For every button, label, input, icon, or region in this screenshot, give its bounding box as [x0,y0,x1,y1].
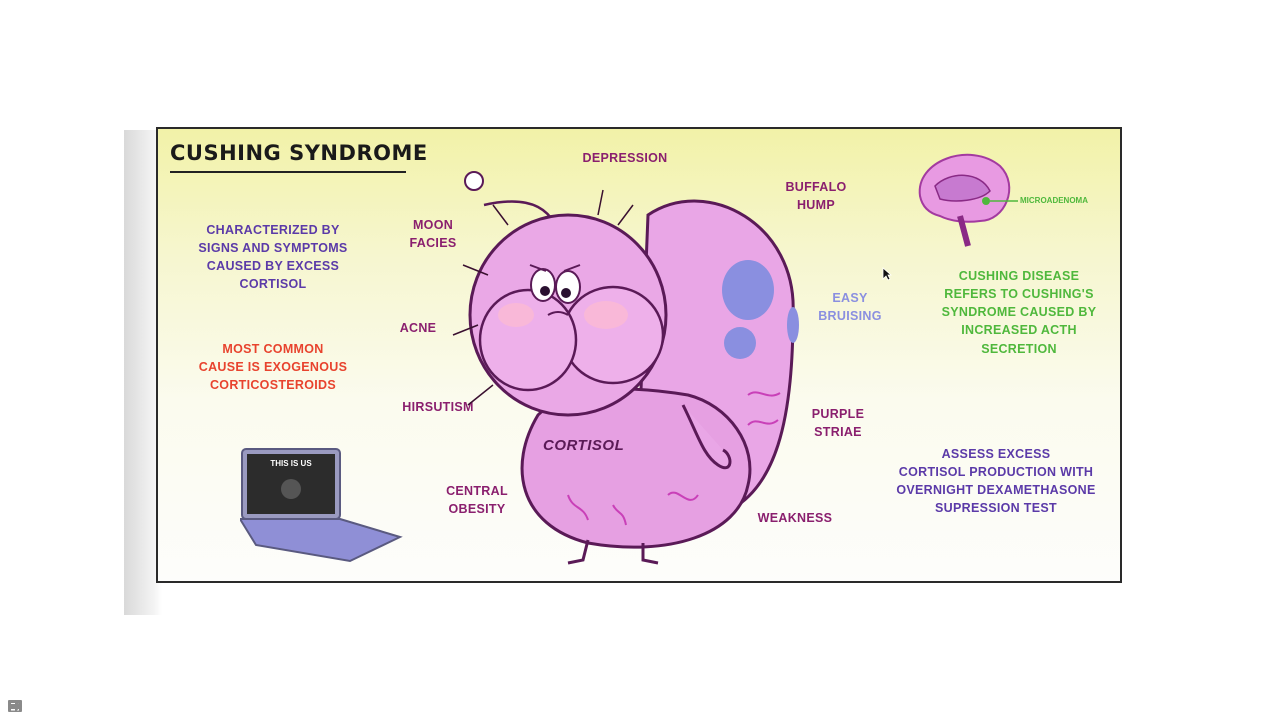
mouse-pointer-icon [882,267,892,281]
common-cause-text: MOST COMMON CAUSE IS EXOGENOUS CORTICOST… [198,342,348,393]
label-acne: ACNE [399,321,437,335]
label-weakness: WEAKNESS [757,511,833,525]
laptop-screen-text: THIS IS US [270,459,312,468]
label-purple-striae: PURPLE STRIAE [811,407,865,440]
arrow-right-icon[interactable] [6,697,24,715]
cortisol-character-illustration [452,171,799,565]
cushing-disease-text: CUSHING DISEASE REFERS TO CUSHING'S SYND… [941,269,1097,356]
slide-canvas: CUSHING SYNDROME CHARACTERIZED BY SIGNS … [156,127,1122,583]
characterized-text: CHARACTERIZED BY SIGNS AND SYMPTOMS CAUS… [198,223,348,292]
label-buffalo-hump: BUFFALO HUMP [785,180,847,213]
label-central-obesity: CENTRAL OBESITY [446,484,508,517]
assess-text: ASSESS EXCESS CORTISOL PRODUCTION WITH O… [896,447,1096,516]
brain-icon [918,153,1018,247]
slide-shadow [124,130,162,615]
label-depression: DEPRESSION [582,151,668,165]
laptop-illustration [240,448,403,563]
label-easy-bruising: EASY BRUISING [818,291,882,324]
label-moon-facies: MOON FACIES [409,218,457,251]
microadenoma-label: MICROADENOMA [1020,196,1088,205]
label-hirsutism: HIRSUTISM [402,400,474,414]
cortisol-label: CORTISOL [543,437,625,454]
slide-title: CUSHING SYNDROME [170,141,427,173]
